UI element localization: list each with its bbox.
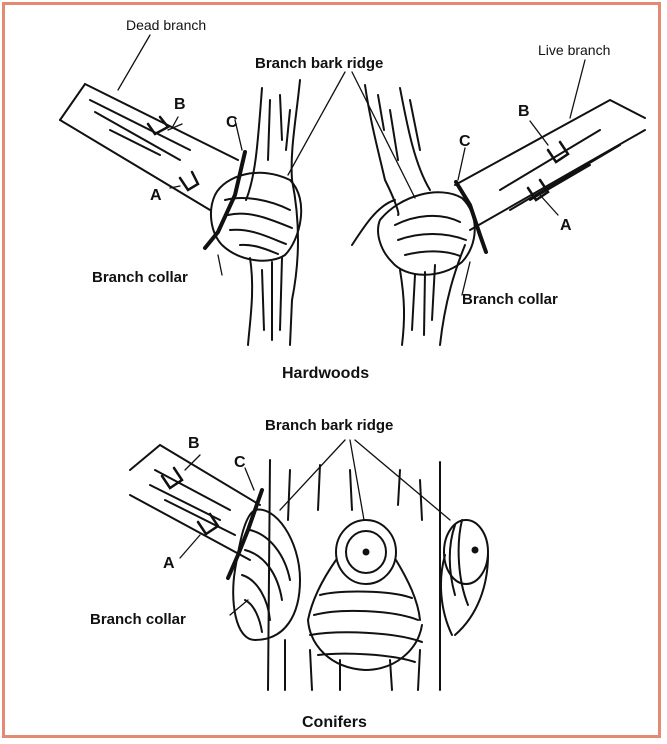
hardwood-right-cut-b: B: [518, 103, 530, 120]
conifer-cut-b: B: [188, 435, 200, 452]
conifer-collar-label: Branch collar: [90, 611, 186, 628]
conifer-center-knot: [308, 520, 422, 670]
hardwood-right-branch: [455, 100, 645, 230]
conifers-title: Conifers: [302, 714, 367, 731]
conifer-right-knot: [441, 520, 488, 635]
leader-lines: [118, 35, 585, 615]
hardwood-bark-ridge-label: Branch bark ridge: [255, 55, 383, 72]
hardwoods-title: Hardwoods: [282, 365, 369, 382]
hardwood-left-collar-label: Branch collar: [92, 269, 188, 286]
hardwood-right-trunk: [365, 85, 465, 345]
hardwood-right-cut-a: A: [560, 217, 572, 234]
conifer-left-collar: [233, 510, 300, 640]
hardwood-right-collar: [352, 192, 475, 274]
hardwood-right-cut-c: C: [459, 133, 471, 150]
hardwood-right-collar-label: Branch collar: [462, 291, 558, 308]
hardwood-left-branch: [60, 84, 238, 210]
dead-branch-label: Dead branch: [126, 17, 206, 33]
conifer-cut-c: C: [234, 454, 246, 471]
hardwood-left-trunk: [246, 80, 300, 345]
hardwood-left-cut-c: C: [226, 114, 238, 131]
hardwood-left-cut-b: B: [174, 96, 186, 113]
conifer-bark-ridge-label: Branch bark ridge: [265, 417, 393, 434]
hardwood-left-cut-a: A: [150, 187, 162, 204]
conifer-cut-a: A: [163, 555, 175, 572]
live-branch-label: Live branch: [538, 42, 610, 58]
